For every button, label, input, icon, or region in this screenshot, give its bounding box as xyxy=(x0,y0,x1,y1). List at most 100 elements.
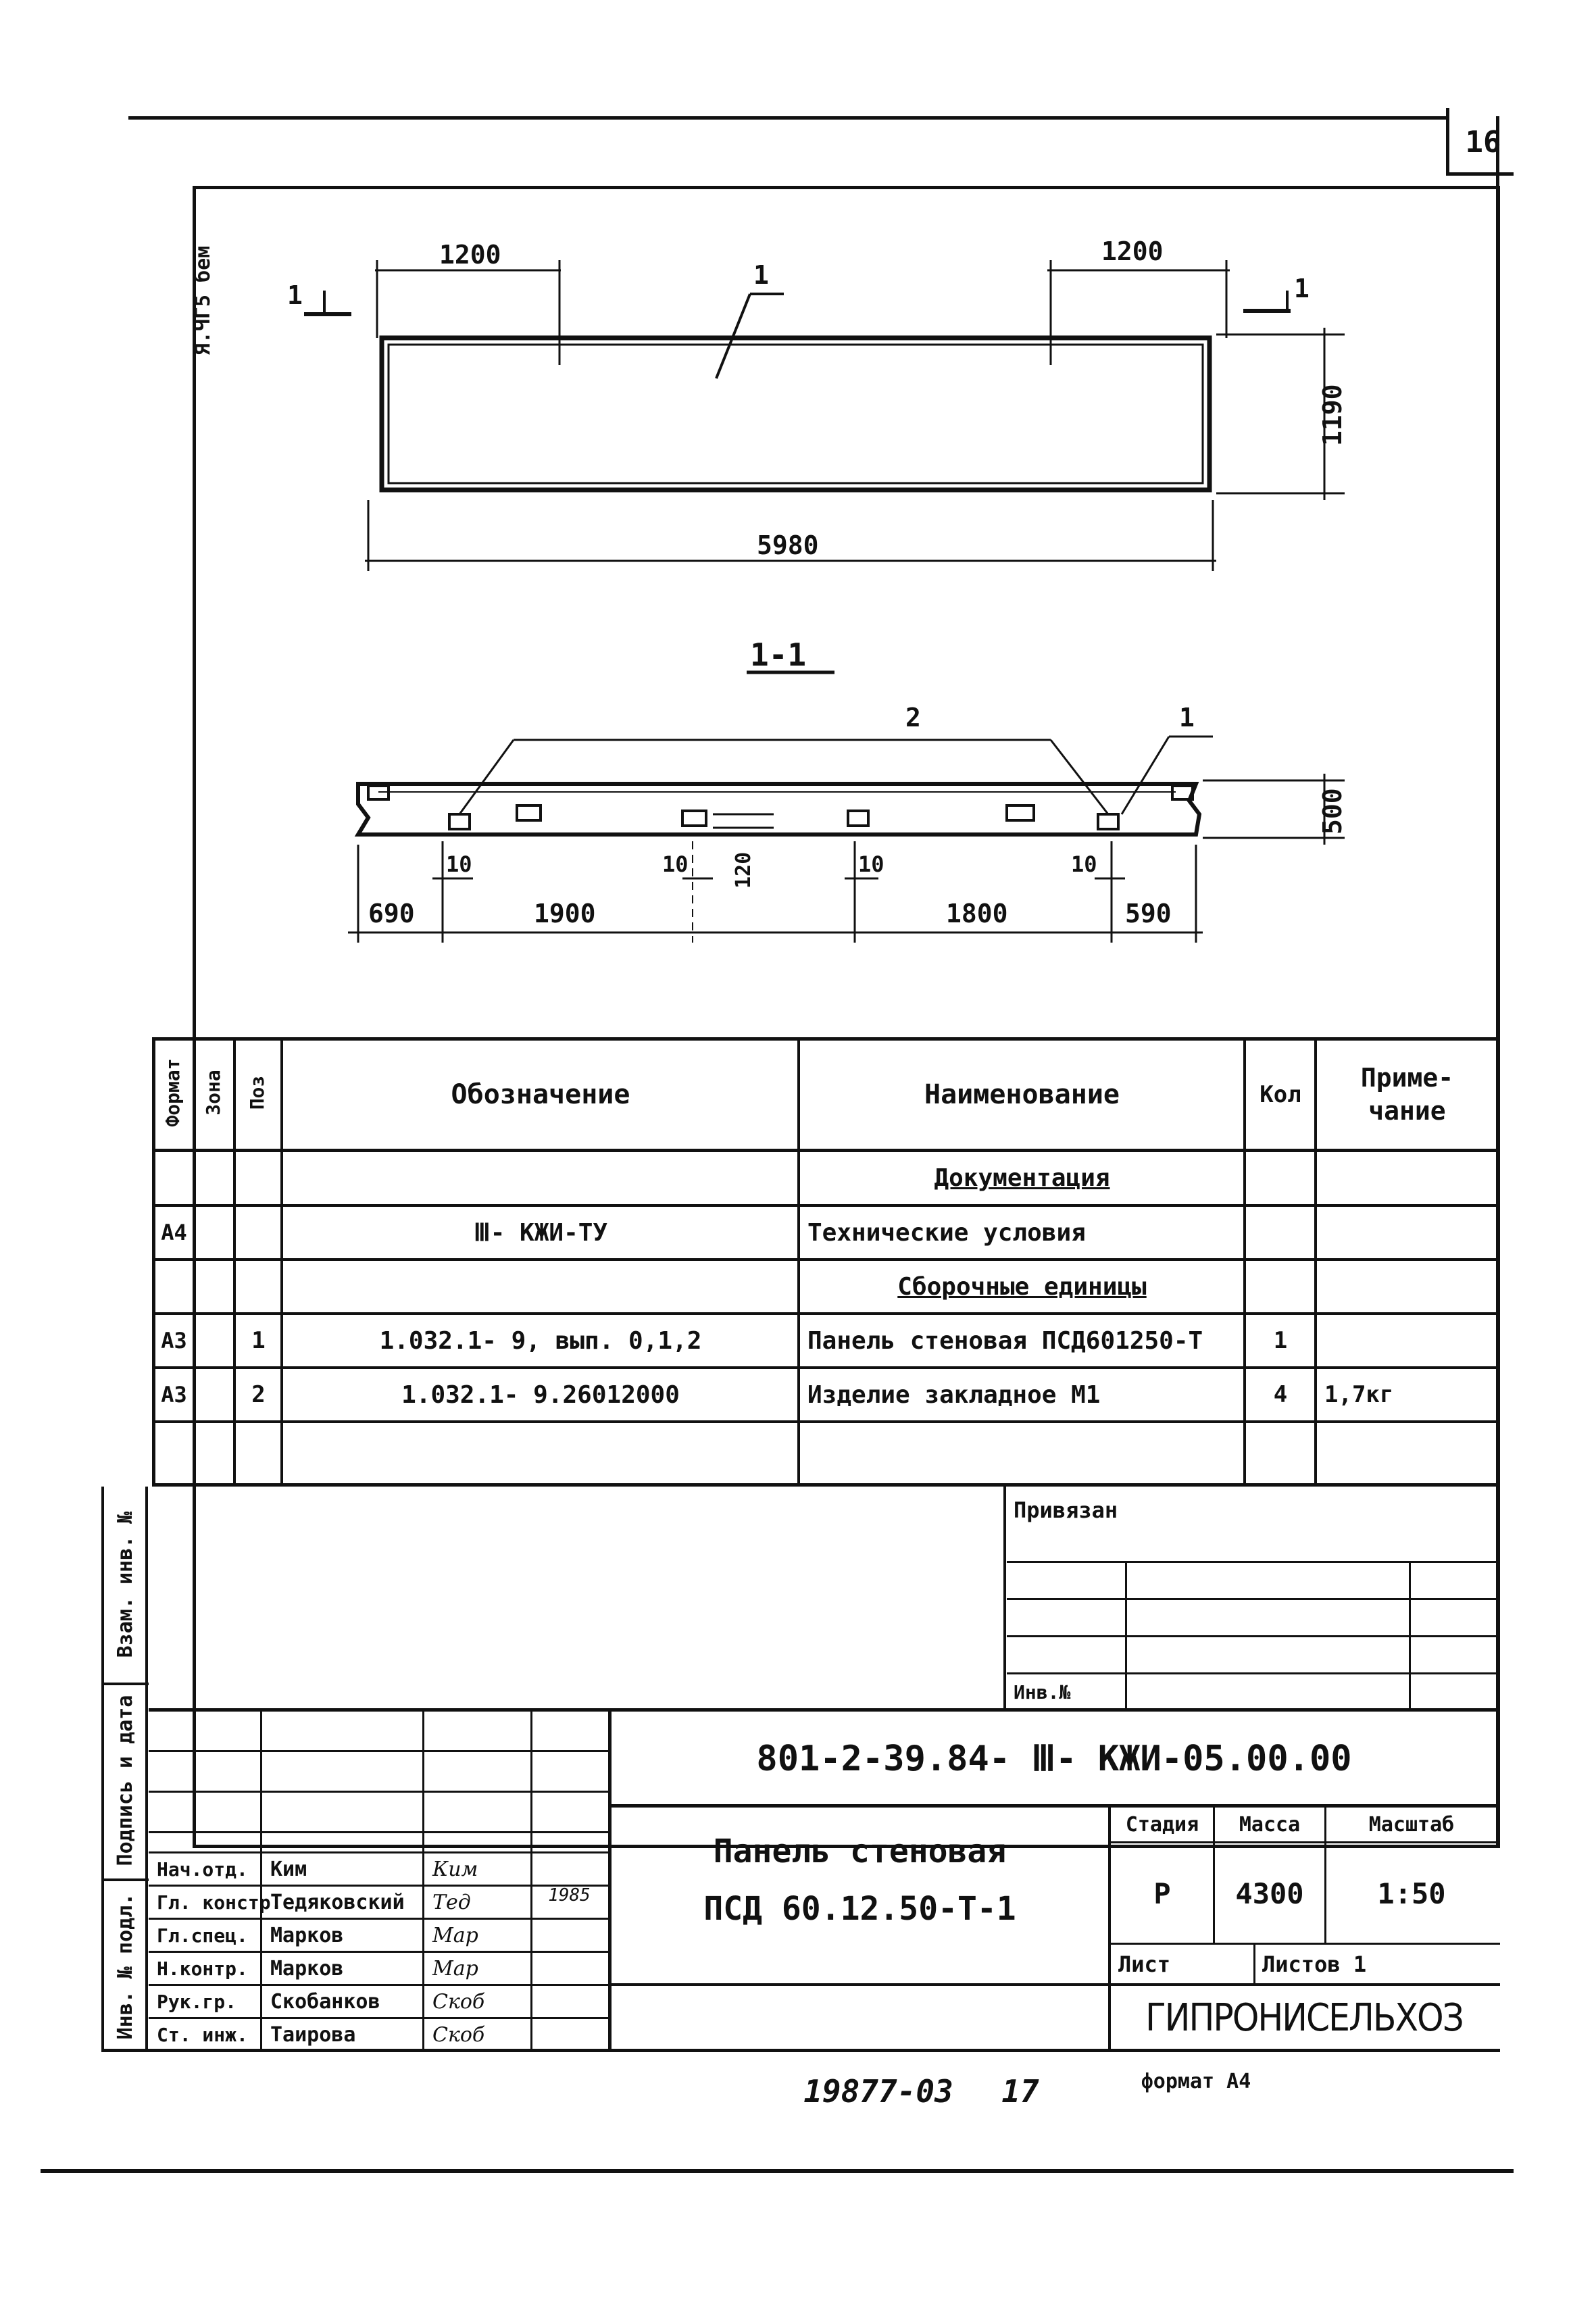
spec-row-pos xyxy=(236,1261,280,1312)
page-number-box-bottom xyxy=(1446,172,1514,176)
section-mark-right: 1 xyxy=(1294,274,1310,303)
format-caption: формат А4 xyxy=(1141,2069,1251,2093)
person-role: Н.контр. xyxy=(157,1957,248,1980)
spec-header-line xyxy=(152,1149,1500,1152)
people-col-1 xyxy=(260,1710,262,2051)
person-name: Таирова xyxy=(270,2022,356,2047)
title-line-1: Панель стеновая xyxy=(713,1833,1007,1870)
people-col-3 xyxy=(530,1710,532,2051)
spec-row-line-1 xyxy=(152,1204,1497,1207)
spec-row-name: Панель стеновая ПСД601250-Т xyxy=(807,1326,1203,1355)
technical-drawing: 1200 1200 5980 1190 1 1 1 1-1 2 1 500 69… xyxy=(287,237,1347,943)
stage-label: Стадия xyxy=(1125,1812,1199,1837)
spec-row-note xyxy=(1318,1315,1497,1366)
spec-bottom-line xyxy=(152,1483,1500,1487)
spec-row-designation: Ⅲ- КЖИ-ТУ xyxy=(473,1218,608,1247)
spec-row-format xyxy=(155,1423,193,1483)
section-title: 1-1 xyxy=(750,637,806,673)
spec-row-pos: 1 xyxy=(251,1327,266,1354)
spec-row-qty xyxy=(1247,1261,1314,1312)
stamp-side-strip-left xyxy=(101,1487,104,2051)
spec-row-name: Сборочные единицы xyxy=(897,1272,1147,1301)
header-designation: Обозначение xyxy=(451,1079,630,1110)
outer-right-border xyxy=(1496,116,1499,1848)
header-zone: Зона xyxy=(201,1070,224,1116)
privyazan-row-1 xyxy=(1007,1561,1500,1563)
dim-chain-0: 690 xyxy=(368,899,415,928)
spec-row-line-5 xyxy=(152,1420,1497,1423)
people-col-2 xyxy=(422,1710,424,2051)
person-name: Тедяковский xyxy=(270,1890,405,1914)
side-label-replace-inv: Взам. инв. № xyxy=(113,1511,137,1658)
stamp-side-divider-1 xyxy=(101,1683,149,1685)
spec-row-note: 1,7кг xyxy=(1324,1381,1394,1408)
stage-col-1 xyxy=(1213,1806,1215,1944)
spec-col-3 xyxy=(280,1037,283,1487)
archive-number: 19877-03 xyxy=(803,2073,953,2110)
spec-row-line-4 xyxy=(152,1366,1497,1369)
title-block-top xyxy=(149,1708,1500,1712)
title-line-2: ПСД 60.12.50-Т-1 xyxy=(703,1890,1016,1928)
people-row-line xyxy=(149,1984,608,1986)
mass-label: Масса xyxy=(1239,1812,1301,1837)
stage-col-2 xyxy=(1324,1806,1326,1944)
spec-row-format xyxy=(155,1151,193,1204)
spec-row-qty xyxy=(1247,1207,1314,1258)
page-number: 16 xyxy=(1465,124,1501,159)
scan-bottom-line xyxy=(41,2169,1514,2173)
person-signature: Тед xyxy=(432,1890,471,1914)
people-row-line xyxy=(149,2017,608,2019)
spec-row-pos: 2 xyxy=(251,1381,266,1408)
spec-row-designation: 1.032.1- 9.26012000 xyxy=(401,1380,680,1409)
stage-row-1 xyxy=(1108,1841,1500,1843)
person-role: Гл.спец. xyxy=(157,1924,248,1947)
spec-row-note xyxy=(1318,1151,1497,1204)
spec-row-note xyxy=(1318,1423,1497,1483)
spec-col-2 xyxy=(233,1037,236,1487)
people-row-line xyxy=(149,1918,608,1920)
dim-small-4: 10 xyxy=(1071,851,1097,877)
dim-small-3: 10 xyxy=(858,851,884,877)
spec-row-format: А3 xyxy=(161,1382,187,1408)
spec-row-qty xyxy=(1247,1423,1314,1483)
inv-label: Инв.№ xyxy=(1014,1681,1071,1703)
people-blank-row-line xyxy=(149,1791,608,1793)
spec-row-qty: 4 xyxy=(1273,1381,1288,1408)
dim-small-2: 120 xyxy=(732,852,755,889)
spec-row-format: А3 xyxy=(161,1328,187,1353)
spec-col-4 xyxy=(797,1037,800,1487)
stage-row-2 xyxy=(1108,1943,1500,1945)
spec-row-pos xyxy=(236,1423,280,1483)
spec-row-line-3 xyxy=(152,1312,1497,1315)
dim-chain-2: 1800 xyxy=(946,899,1008,928)
person-signature: Мар xyxy=(432,1956,478,1981)
spec-row-name: Технические условия xyxy=(807,1218,1086,1247)
organization-name: ГИПРОНИСЕЛЬХОЗ xyxy=(1145,1995,1464,2040)
dim-section-thickness: 500 xyxy=(1318,788,1347,835)
mass-value: 4300 xyxy=(1235,1877,1304,1910)
person-name: Скобанков xyxy=(270,1989,380,2014)
title-block-code-bottom xyxy=(608,1804,1500,1808)
spec-row-designation xyxy=(284,1423,797,1483)
side-label-signature-date: Подпись и дата xyxy=(113,1695,137,1866)
spec-col-6 xyxy=(1314,1037,1317,1487)
privyazan-row-2 xyxy=(1007,1598,1500,1600)
title-block-org-top xyxy=(608,1983,1500,1986)
privyazan-row-4 xyxy=(1007,1672,1500,1674)
person-role: Нач.отд. xyxy=(157,1858,248,1881)
people-blank-row-line xyxy=(149,1831,608,1833)
sheet-col xyxy=(1253,1944,1255,1985)
header-qty: Кол xyxy=(1260,1081,1301,1108)
privyazan-left xyxy=(1003,1487,1006,1710)
spec-row-pos xyxy=(236,1207,280,1258)
dim-chain-3: 590 xyxy=(1125,899,1172,928)
spec-row-note xyxy=(1318,1261,1497,1312)
spec-row-designation xyxy=(284,1151,797,1204)
header-pos: Поз xyxy=(245,1075,268,1110)
header-format: Формат xyxy=(161,1058,184,1127)
stamp-side-strip-right xyxy=(145,1487,148,2051)
header-note: Приме- чание xyxy=(1360,1062,1454,1126)
header-name: Наименование xyxy=(924,1079,1120,1110)
person-name: Ким xyxy=(270,1857,307,1881)
person-signature: Мар xyxy=(432,1923,478,1947)
